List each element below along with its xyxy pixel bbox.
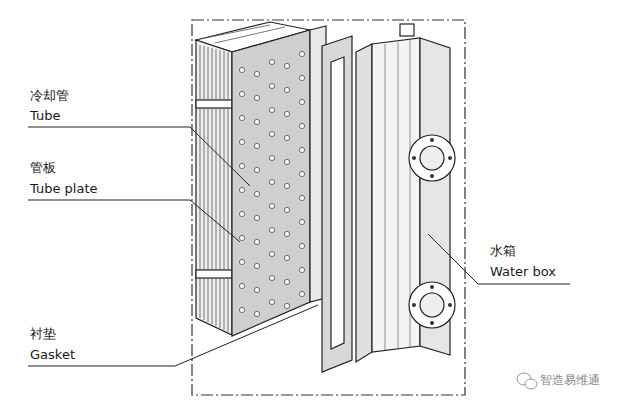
wechat-icon	[517, 373, 537, 389]
part-label-en: Tube plate	[30, 181, 98, 197]
part-label-en: Gasket	[30, 347, 75, 363]
tube-plate	[232, 26, 326, 336]
gasket	[322, 36, 352, 372]
tube-bundle	[196, 22, 310, 335]
part-label-zh: 水箱	[490, 243, 516, 259]
boundary-frame	[192, 20, 465, 395]
part-label-zh: 冷却管	[30, 88, 69, 104]
water-box	[356, 24, 455, 362]
leader-lines	[28, 127, 570, 366]
part-label-zh: 管板	[30, 160, 56, 176]
part-label-en: Water box	[490, 264, 556, 280]
part-label-zh: 衬垫	[30, 326, 56, 342]
part-label-en: Tube	[30, 108, 60, 124]
watermark: 智造易维通	[540, 372, 600, 388]
